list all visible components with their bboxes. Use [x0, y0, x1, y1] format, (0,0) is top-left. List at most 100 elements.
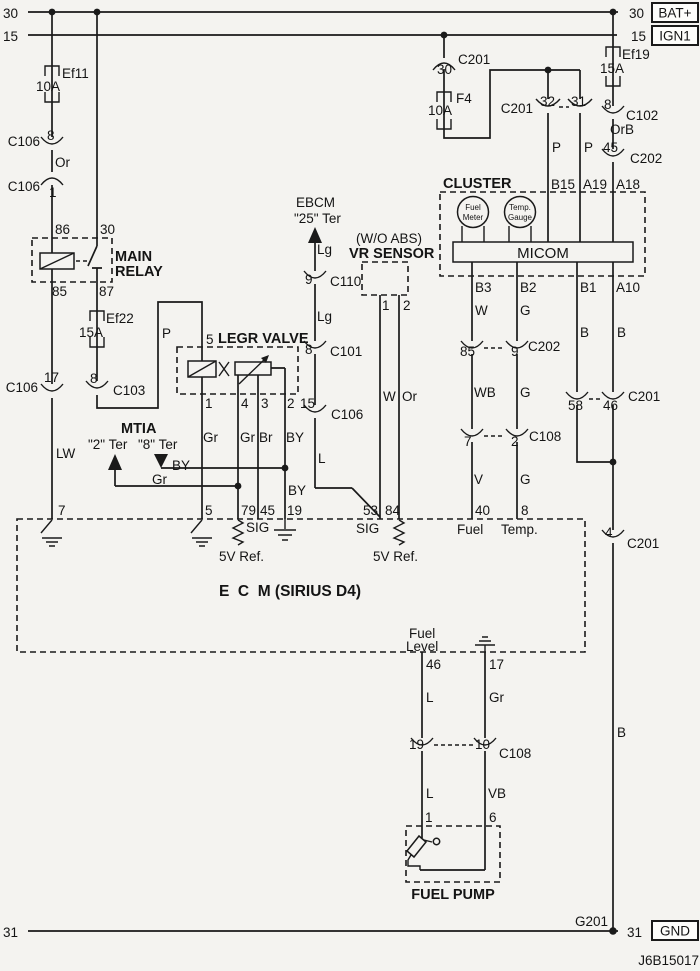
- connector-c201-46-pin: 46: [603, 398, 618, 413]
- connector-c202-9-pin: 9: [511, 344, 519, 359]
- connector-c108-name: C108: [499, 746, 531, 761]
- connector-c106-name: C106: [331, 407, 363, 422]
- fuel-pump-title: FUEL PUMP: [411, 887, 495, 903]
- egr-pin-5: 5: [206, 332, 214, 347]
- wire-label-p-31: P: [584, 140, 593, 155]
- cluster-pin-b3: B3: [475, 280, 492, 295]
- fuse-ef11-id: Ef11: [62, 66, 89, 81]
- ecm-pin-5: 5: [205, 503, 213, 518]
- connector-c101-8-pin: 8: [305, 342, 313, 357]
- wire-label-wb: WB: [474, 385, 496, 400]
- connector-c106-8-icon: [40, 136, 64, 145]
- wire-label-g-9: G: [520, 385, 531, 400]
- wire-label-b-a10: B: [617, 325, 626, 340]
- wire-label-w-vr: W: [383, 389, 396, 404]
- cluster-pin-b15: B15: [551, 177, 575, 192]
- wire-label-p: P: [162, 326, 171, 341]
- connector-c201-name: C201: [501, 101, 533, 116]
- ef19-branch-wires: [601, 12, 625, 242]
- fuse-ef22-id: Ef22: [106, 311, 134, 326]
- connector-c201-58-pin: 58: [568, 398, 583, 413]
- egr-pin-3: 3: [261, 396, 269, 411]
- connector-c110-9-icon: [303, 270, 327, 279]
- rail-15-label-left: 15: [3, 29, 18, 44]
- ign1-label: IGN1: [659, 29, 691, 44]
- fuel-pump-pin-6: 6: [489, 810, 497, 825]
- egr-pin-2: 2: [287, 396, 295, 411]
- ecm-fuel-level-label-1: Fuel: [409, 626, 435, 641]
- wire-label-vb: VB: [488, 786, 506, 801]
- ecm-pin-40: 40: [475, 503, 490, 518]
- relay-pin-30: 30: [100, 222, 115, 237]
- wire-label-b-ground: B: [617, 725, 626, 740]
- ecm-pin-84: 84: [385, 503, 401, 518]
- ecm-fuel-level-label-2: Level: [406, 639, 438, 654]
- connector-c102-name: C102: [626, 108, 658, 123]
- fuel-pump-symbol: [405, 825, 501, 883]
- rail-31-label-right: 31: [627, 925, 642, 940]
- connector-c201-4-pin: 4: [605, 525, 613, 540]
- fuel-pump-pin-1: 1: [425, 810, 433, 825]
- fuel-meter-gauge-label-2: Meter: [463, 213, 484, 222]
- wire-label-l-pump: L: [426, 786, 434, 801]
- relay-pin-85: 85: [52, 284, 67, 299]
- ecm-pin-8: 8: [521, 503, 529, 518]
- g201-ground-label: G201: [575, 914, 608, 929]
- ecm-pin-19: 19: [287, 503, 302, 518]
- cluster-pin-a18: A18: [616, 177, 640, 192]
- ecm-pin-7: 7: [58, 503, 66, 518]
- wire-label-gr-mtia: Gr: [152, 472, 168, 487]
- vr-sensor-pin-1: 1: [382, 298, 390, 313]
- rail-30-label-right: 30: [629, 6, 644, 21]
- connector-c106-name: C106: [8, 134, 40, 149]
- ecm-5v-ref-left: 5V Ref.: [219, 549, 264, 564]
- fuse-f4-rating: 10A: [428, 103, 452, 118]
- connector-c101-name: C101: [330, 344, 362, 359]
- vr-sensor-title: VR SENSOR: [349, 246, 435, 262]
- connector-c108-2-pin: 2: [511, 434, 519, 449]
- ecm-pin-53: 53: [363, 503, 378, 518]
- connector-c101-8-icon: [303, 340, 327, 349]
- fuse-ef11-rating: 10A: [36, 79, 60, 94]
- wire-label-or: Or: [55, 155, 71, 170]
- connector-c106-name: C106: [8, 179, 40, 194]
- cluster-pin-b1: B1: [580, 280, 597, 295]
- ebcm-branch-wires: [308, 227, 381, 518]
- connector-c202-85-pin: 85: [460, 344, 475, 359]
- wire-label-by-19: BY: [288, 483, 306, 498]
- ecm-fuel-input-label: Fuel: [457, 522, 483, 537]
- egr-pin-1: 1: [205, 396, 213, 411]
- connector-c201-31-pin: 31: [571, 94, 586, 109]
- egr-valve-symbol: [176, 346, 299, 519]
- connector-c108-7-pin: 7: [464, 434, 472, 449]
- cluster-pin-b2: B2: [520, 280, 537, 295]
- p-wire-route: [96, 301, 203, 409]
- bat-plus-label: BAT+: [658, 6, 691, 21]
- wire-label-br: Br: [259, 430, 273, 445]
- connector-c102-8-pin: 8: [604, 97, 612, 112]
- fuse-ef11-symbol: [44, 65, 60, 103]
- ecm-pin-45: 45: [260, 503, 275, 518]
- wire-label-lw: LW: [56, 446, 76, 461]
- rail-30-label-left: 30: [3, 6, 18, 21]
- main-relay-title-2: RELAY: [115, 264, 163, 280]
- vr-sensor-symbol: [361, 261, 409, 519]
- ecm-title: E C M (SIRIUS D4): [219, 583, 361, 600]
- fuel-meter-gauge-label-1: Fuel: [465, 203, 481, 212]
- ebcm-terminal: "25" Ter: [294, 211, 341, 226]
- connector-c108-19-pin: 19: [409, 737, 424, 752]
- mtia-ter-8: "8" Ter: [138, 437, 178, 452]
- fuse-ef22-symbol: [89, 310, 105, 381]
- connector-c108-name: C108: [529, 429, 561, 444]
- connector-c106-1-pin: 1: [49, 185, 57, 200]
- wire-label-gr-4: Gr: [240, 430, 256, 445]
- gnd-label: GND: [660, 924, 690, 939]
- document-id: J6B15017: [638, 953, 699, 968]
- connector-c201-name: C201: [627, 536, 659, 551]
- cluster-symbol: [439, 191, 646, 277]
- ebcm-title: EBCM: [296, 195, 335, 210]
- temp-gauge-label-2: Gauge: [508, 213, 533, 222]
- wire-label-or-vr: Or: [402, 389, 418, 404]
- connector-c201-name: C201: [628, 389, 660, 404]
